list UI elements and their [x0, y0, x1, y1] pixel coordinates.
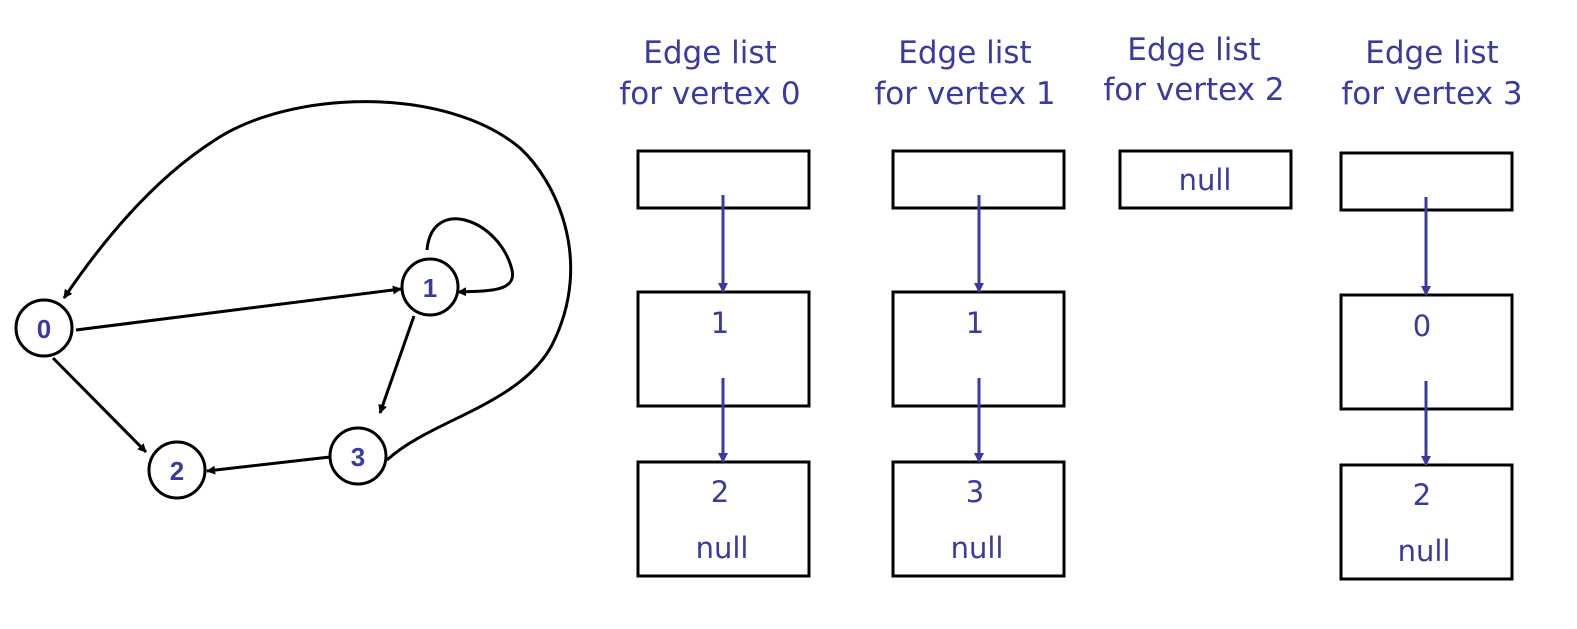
- edge-3-to-0: [62, 100, 573, 462]
- node-3: [328, 426, 388, 486]
- node-1-label: 1: [423, 273, 437, 303]
- head-box-vertex-2: [1118, 149, 1293, 210]
- edge-list-vertex-2: null: [1118, 149, 1293, 210]
- edge-list-headers: Edge list for vertex 0 Edge list for ver…: [619, 32, 1522, 112]
- null-pointer-text: null: [696, 531, 749, 565]
- list-node-value: 0: [1413, 309, 1431, 343]
- edge-3-to-2: [206, 455, 331, 475]
- list-node-value: 1: [966, 306, 984, 340]
- node-2-label: 2: [170, 456, 184, 486]
- edge-list-vertex-1: 1 3 null: [891, 149, 1066, 578]
- header-vertex-2-line1: Edge list: [1127, 32, 1260, 68]
- edge-1-self-loop: [425, 217, 515, 297]
- node-1: [400, 257, 460, 317]
- node-0-label: 0: [37, 314, 51, 344]
- null-pointer-text: null: [1398, 534, 1451, 568]
- edge-0-to-2: [51, 356, 148, 454]
- list-node-box: [636, 460, 811, 578]
- edge-list-vertex-0: 1 2 null: [636, 149, 811, 578]
- list-node-value: 3: [966, 475, 984, 509]
- node-3-label: 3: [351, 442, 365, 472]
- node-0: [14, 298, 74, 358]
- edge-list-vertex-3: 0 2 null: [1339, 151, 1514, 581]
- header-vertex-3-line1: Edge list: [1365, 35, 1498, 71]
- null-pointer-text: null: [951, 531, 1004, 565]
- edge-1-to-3: [378, 315, 416, 414]
- header-vertex-0-line2: for vertex 0: [619, 76, 800, 112]
- header-vertex-0-line1: Edge list: [643, 35, 776, 71]
- header-vertex-3-line2: for vertex 3: [1341, 76, 1522, 112]
- list-node-value: 2: [711, 475, 729, 509]
- null-pointer-text: null: [1179, 163, 1232, 197]
- directed-graph: [14, 100, 573, 500]
- node-2: [147, 440, 207, 500]
- list-node-box: [1339, 463, 1514, 581]
- list-node-value: 1: [711, 306, 729, 340]
- header-vertex-1-line1: Edge list: [898, 35, 1031, 71]
- list-node-value: 2: [1413, 478, 1431, 512]
- header-vertex-1-line2: for vertex 1: [874, 76, 1055, 112]
- edge-0-to-1: [75, 285, 402, 332]
- header-vertex-2-line2: for vertex 2: [1103, 72, 1284, 108]
- list-node-box: [891, 460, 1066, 578]
